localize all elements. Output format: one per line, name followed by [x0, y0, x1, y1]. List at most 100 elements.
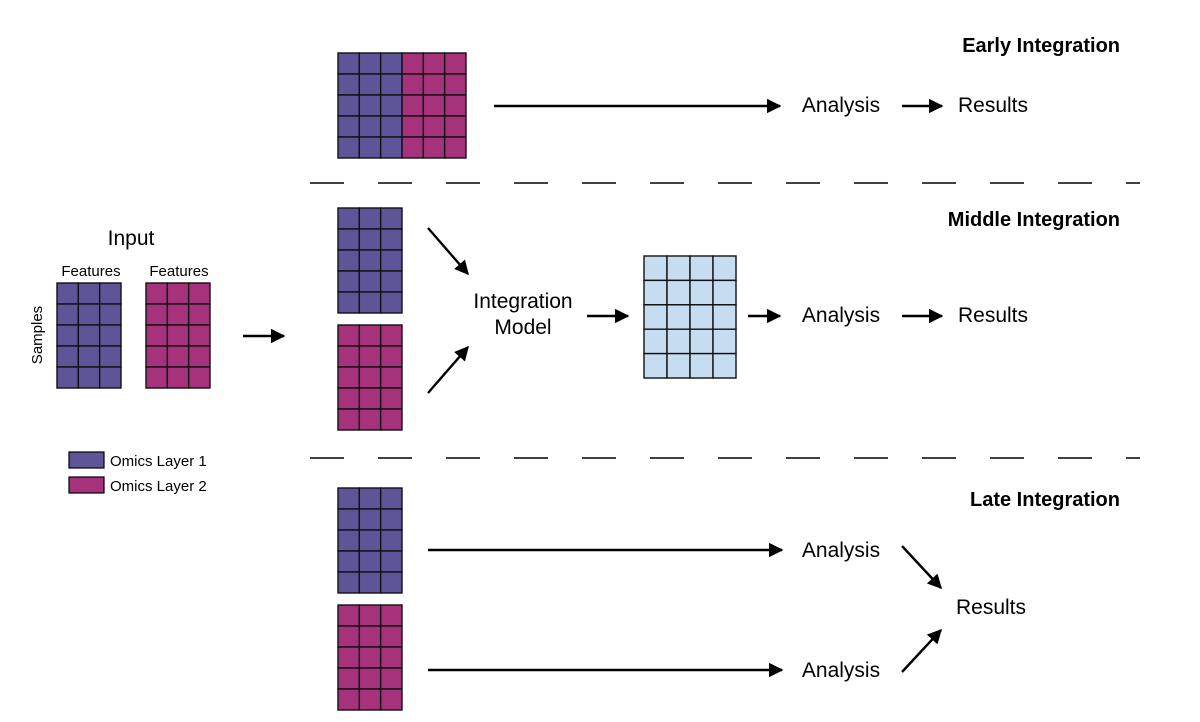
matrix-cell	[379, 688, 403, 711]
matrix-cell	[358, 387, 382, 410]
matrix-cell	[712, 255, 737, 282]
matrix-cell	[56, 282, 80, 305]
matrix-cell	[358, 646, 382, 669]
late-arrow-analysis1-to-results	[901, 545, 942, 590]
matrix-cell	[689, 328, 714, 355]
matrix-cell	[379, 646, 403, 669]
matrix-cell	[337, 270, 361, 293]
matrix-cell	[337, 115, 361, 138]
matrix-cell	[358, 487, 382, 510]
matrix-cell	[337, 52, 361, 75]
matrix-cell	[56, 366, 80, 389]
matrix-cell	[337, 604, 361, 627]
matrix-cell	[187, 324, 211, 347]
middle-integrated-matrix	[643, 255, 737, 379]
matrix-cell	[712, 304, 737, 330]
matrix-cell	[337, 487, 361, 510]
matrix-cell	[337, 625, 361, 648]
matrix-cell	[358, 115, 382, 138]
matrix-cell	[666, 255, 691, 282]
matrix-cell	[337, 136, 361, 159]
matrix-cell	[712, 279, 737, 306]
matrix-cell	[358, 508, 382, 531]
matrix-cell	[689, 304, 714, 330]
matrix-cell	[379, 249, 403, 272]
matrix-cell	[379, 228, 403, 251]
matrix-cell	[643, 279, 668, 306]
matrix-cell	[643, 328, 668, 355]
matrix-cell	[422, 115, 446, 138]
middle-integration-title: Middle Integration	[948, 209, 1120, 231]
matrix-cell	[358, 408, 382, 431]
matrix-cell	[358, 291, 382, 314]
matrix-cell	[337, 529, 361, 552]
matrix-cell	[443, 94, 467, 117]
matrix-cell	[443, 52, 467, 75]
matrix-cell	[379, 345, 403, 368]
middle-arrow-layer2-to-model	[427, 345, 469, 394]
matrix-cell	[337, 688, 361, 711]
matrix-cell	[689, 279, 714, 306]
matrix-cell	[379, 387, 403, 410]
matrix-cell	[443, 73, 467, 96]
matrix-cell	[379, 73, 403, 96]
matrix-cell	[401, 136, 425, 159]
matrix-cell	[337, 324, 361, 347]
matrix-cell	[56, 324, 80, 347]
middle-matrix-layer2	[337, 324, 403, 431]
matrix-cell	[379, 529, 403, 552]
matrix-cell	[379, 667, 403, 690]
matrix-cell	[358, 94, 382, 117]
matrix-cell	[145, 324, 169, 347]
matrix-cell	[379, 270, 403, 293]
input-matrix-layer1	[56, 282, 122, 389]
features-label-layer2: Features	[149, 263, 208, 280]
matrix-cell	[358, 625, 382, 648]
matrix-cell	[337, 345, 361, 368]
matrix-cell	[643, 255, 668, 282]
matrix-cell	[422, 94, 446, 117]
legend-swatch-layer2	[68, 476, 105, 494]
matrix-cell	[337, 667, 361, 690]
matrix-cell	[379, 508, 403, 531]
matrix-cell	[422, 73, 446, 96]
matrix-cell	[187, 282, 211, 305]
matrix-cell	[98, 282, 122, 305]
matrix-cell	[358, 571, 382, 594]
matrix-cell	[337, 291, 361, 314]
legend-label-layer1: Omics Layer 1	[110, 453, 207, 470]
matrix-cell	[166, 282, 190, 305]
matrix-cell	[337, 228, 361, 251]
matrix-cell	[358, 604, 382, 627]
matrix-cell	[643, 304, 668, 330]
early-analysis-label: Analysis	[802, 94, 880, 117]
matrix-cell	[379, 571, 403, 594]
matrix-cell	[379, 324, 403, 347]
matrix-cell	[166, 324, 190, 347]
middle-analysis-label: Analysis	[802, 304, 880, 327]
matrix-cell	[358, 73, 382, 96]
matrix-cell	[145, 345, 169, 368]
matrix-cell	[379, 550, 403, 573]
matrix-cell	[666, 304, 691, 330]
matrix-cell	[187, 303, 211, 326]
middle-matrix-layer1	[337, 207, 403, 314]
matrix-cell	[689, 352, 714, 379]
input-title: Input	[108, 227, 155, 250]
matrix-cell	[422, 52, 446, 75]
matrix-cell	[166, 303, 190, 326]
matrix-cell	[145, 282, 169, 305]
matrix-cell	[77, 366, 101, 389]
matrix-cell	[358, 529, 382, 552]
matrix-cell	[643, 352, 668, 379]
early-concatenated-matrix-layer1	[337, 52, 403, 159]
integration-model-label-line2: Model	[494, 316, 551, 339]
matrix-cell	[337, 508, 361, 531]
late-analysis-label-2: Analysis	[802, 659, 880, 682]
matrix-cell	[689, 255, 714, 282]
matrix-cell	[337, 249, 361, 272]
matrix-cell	[379, 136, 403, 159]
matrix-cell	[358, 688, 382, 711]
matrix-cell	[187, 345, 211, 368]
